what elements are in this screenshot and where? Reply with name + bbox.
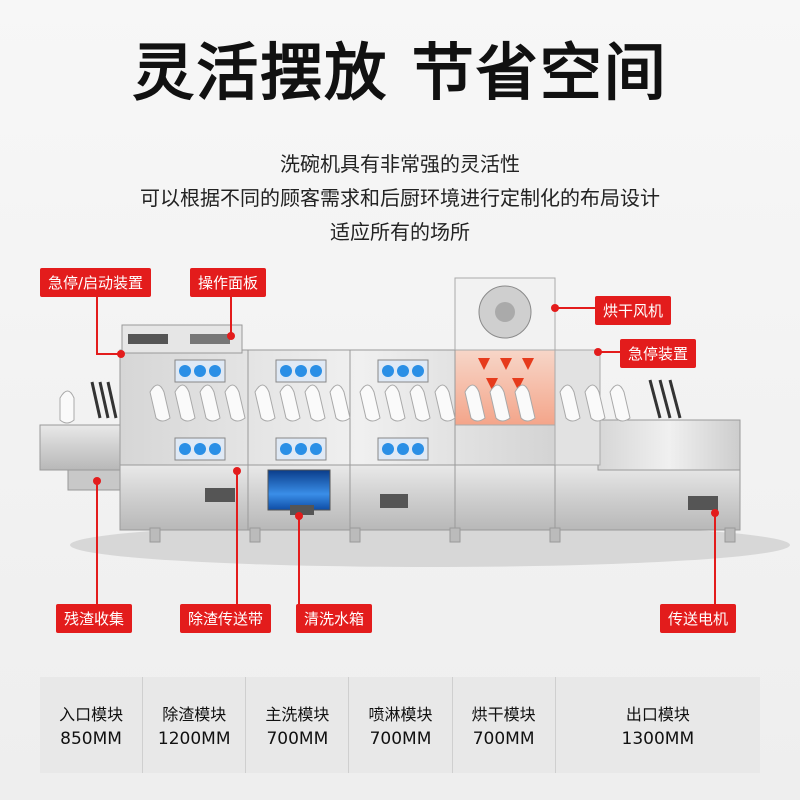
module-name: 喷淋模块: [368, 705, 433, 724]
module-table: 入口模块 850MM 除渣模块 1200MM 主洗模块 700MM 喷淋模块 7…: [40, 677, 760, 773]
label-emergency-start: 急停/启动装置: [40, 268, 152, 297]
description-line-3: 适应所有的场所: [330, 220, 470, 244]
module-cell: 出口模块 1300MM: [556, 677, 760, 773]
label-wash-tank: 清洗水箱: [296, 604, 373, 633]
module-cell: 主洗模块 700MM: [246, 677, 350, 773]
label-conveyor-motor: 传送电机: [660, 604, 737, 633]
module-cell: 入口模块 850MM: [40, 677, 144, 773]
module-name: 入口模块: [59, 705, 124, 724]
module-name: 烘干模块: [471, 705, 536, 724]
label-residue-collection: 残渣收集: [56, 604, 133, 633]
module-cell: 烘干模块 700MM: [453, 677, 556, 773]
module-size: 1300MM: [621, 729, 695, 749]
module-size: 1200MM: [157, 729, 231, 749]
module-name: 除渣模块: [162, 705, 227, 724]
label-emergency-stop: 急停装置: [620, 339, 697, 368]
module-size: 700MM: [266, 729, 329, 749]
description-line-2: 可以根据不同的顾客需求和后厨环境进行定制化的布局设计: [140, 186, 660, 210]
description-line-1: 洗碗机具有非常强的灵活性: [280, 152, 520, 176]
module-size: 850MM: [60, 729, 122, 749]
label-control-panel: 操作面板: [190, 268, 267, 297]
module-cell: 喷淋模块 700MM: [349, 677, 453, 773]
module-size: 700MM: [472, 729, 535, 749]
label-residue-belt: 除渣传送带: [180, 604, 272, 633]
label-drying-fan: 烘干风机: [595, 296, 672, 325]
headline: 灵活摆放 节省空间: [132, 36, 668, 109]
module-name: 主洗模块: [265, 705, 330, 724]
module-cell: 除渣模块 1200MM: [143, 677, 247, 773]
module-size: 700MM: [369, 729, 432, 749]
module-name: 出口模块: [625, 705, 690, 724]
